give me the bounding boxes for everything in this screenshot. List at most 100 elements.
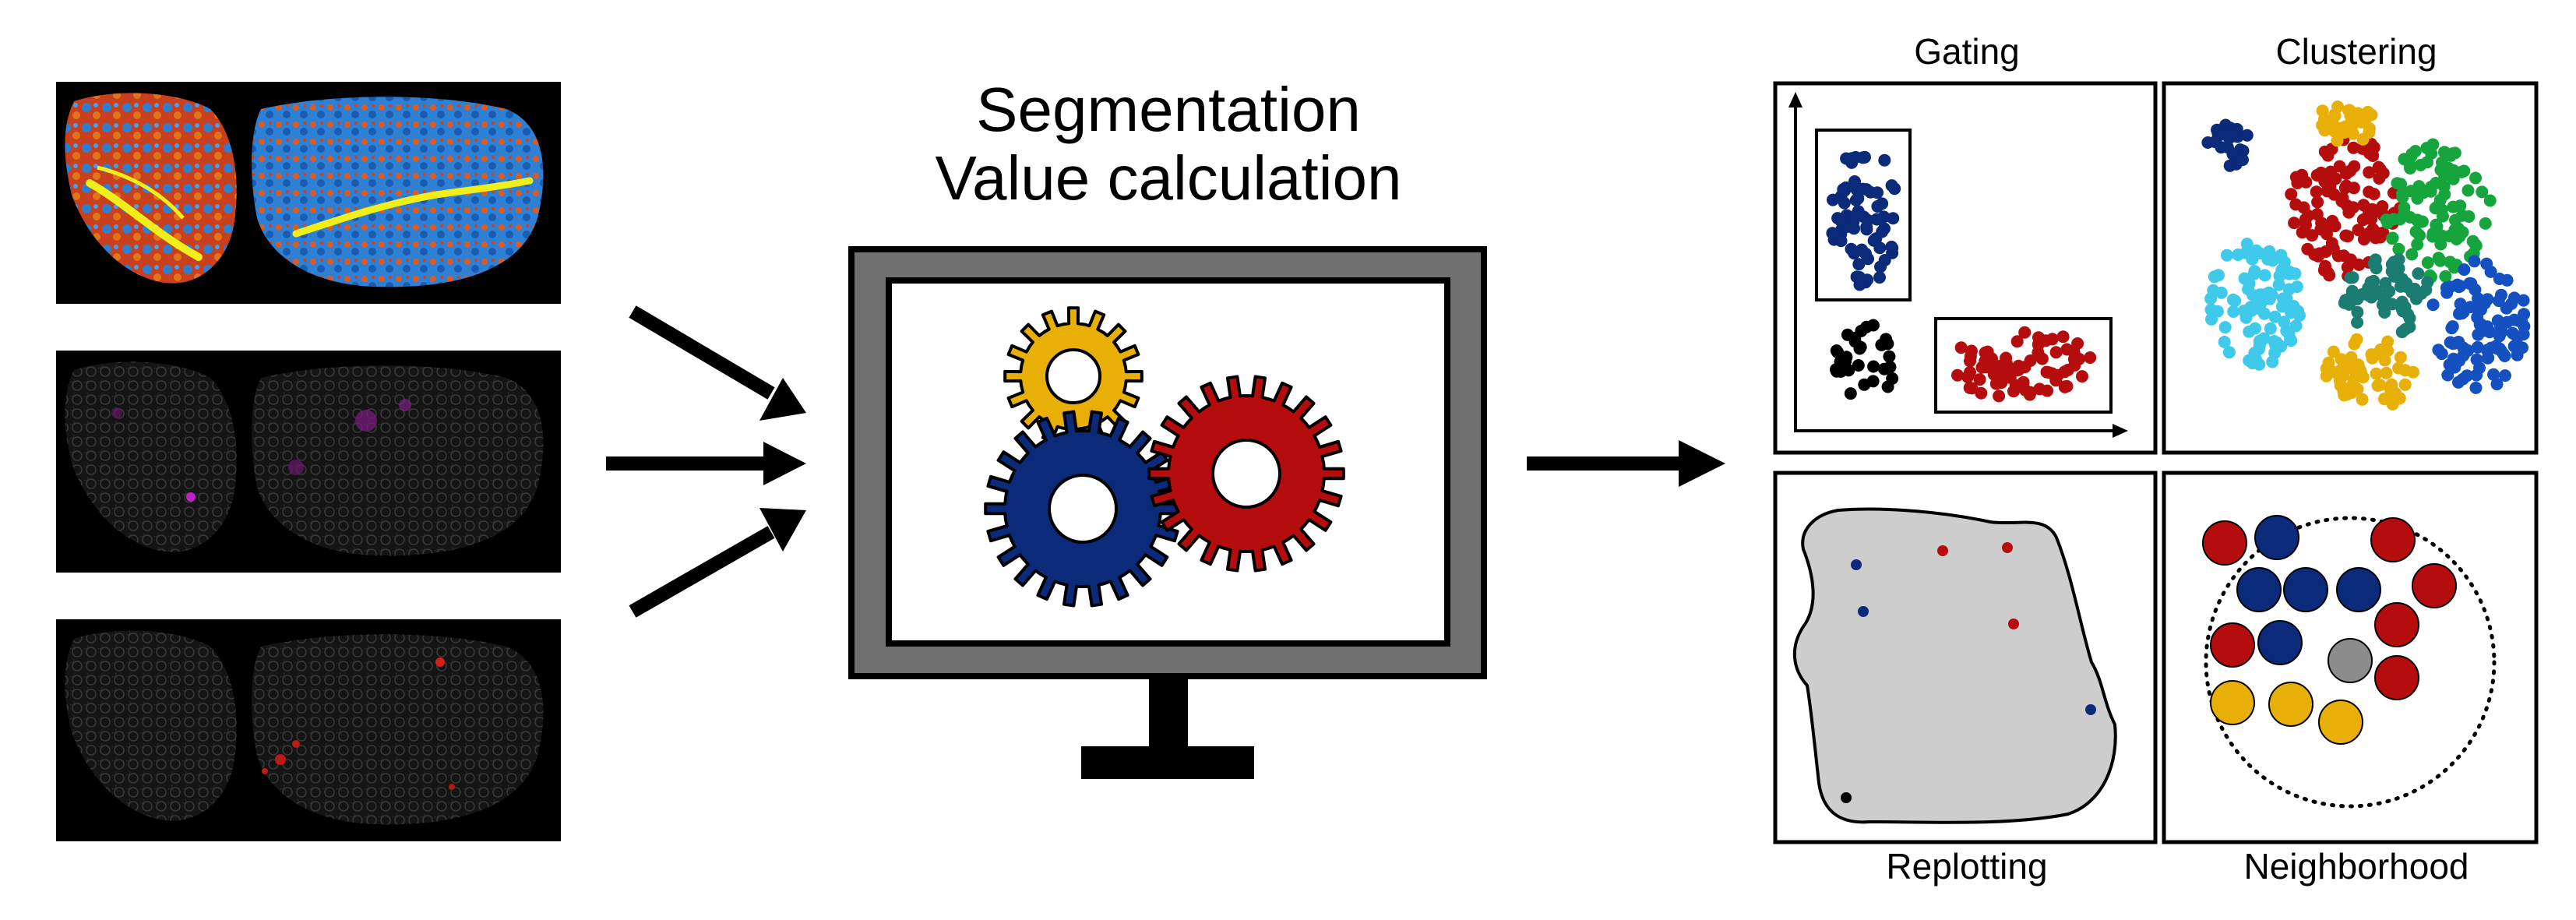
cluster-point-green <box>2479 217 2492 230</box>
cluster-point-red <box>2321 149 2335 162</box>
cluster-point-blue <box>2470 353 2483 366</box>
cluster-point-red <box>2339 229 2352 242</box>
gate-box-red <box>1934 317 2113 414</box>
gating-point-red <box>1973 373 1986 386</box>
gating-point-red <box>2059 380 2072 393</box>
output-arrow <box>1527 440 1725 487</box>
cluster-point-green <box>2404 159 2416 172</box>
cluster-point-blue <box>2452 336 2465 348</box>
cluster-point-red <box>2324 179 2337 192</box>
gating-point-black <box>1830 363 1842 376</box>
output-arrowhead <box>1679 440 1725 487</box>
gating-point-red <box>2051 368 2064 382</box>
cluster-point-teal <box>2376 298 2389 312</box>
cluster-point-cyan <box>2218 336 2231 348</box>
cluster-point-gold-top <box>2317 113 2331 126</box>
cluster-point-blue <box>2500 301 2513 315</box>
gating-point-red <box>1965 344 1978 358</box>
gating-y-axis-arrowhead <box>1788 92 1802 108</box>
tissue-outline-shape <box>1793 507 2117 824</box>
cluster-point-cyan <box>2218 321 2232 334</box>
neighborhood-cell <box>2283 567 2328 612</box>
cluster-point-red <box>2367 188 2380 201</box>
cluster-point-teal <box>2342 298 2356 311</box>
gating-point-red <box>2010 335 2024 348</box>
gating-point-red <box>2007 385 2020 398</box>
cluster-point-gold-bottom <box>2352 358 2365 372</box>
cluster-point-blue <box>2435 347 2448 361</box>
cluster-point-teal <box>2403 312 2416 325</box>
cluster-point-cyan <box>2205 312 2218 326</box>
gating-x-axis-arrowhead <box>2113 424 2128 438</box>
neighborhood-radius-circle <box>2204 516 2497 809</box>
cluster-point-gold-bottom <box>2335 353 2348 366</box>
cluster-point-blue <box>2453 354 2466 367</box>
cluster-point-blue <box>2461 344 2475 357</box>
cluster-point-green <box>2437 210 2449 223</box>
cluster-point-blue <box>2454 280 2467 293</box>
cluster-point-teal <box>2386 298 2398 311</box>
cluster-point-gold-bottom <box>2394 351 2407 364</box>
neighborhood-cell <box>2374 655 2419 700</box>
gating-point-black <box>1860 320 1873 333</box>
cluster-point-green <box>2447 164 2460 177</box>
cluster-point-red <box>2319 245 2332 258</box>
replot-points <box>1841 542 2096 803</box>
gating-point-navy <box>1870 213 1884 226</box>
cluster-point-cyan <box>2212 269 2225 282</box>
gold-gear-icon <box>1003 306 1144 446</box>
cluster-point-blue <box>2426 298 2440 312</box>
cluster-point-blue <box>2483 326 2497 339</box>
cluster-point-green <box>2414 158 2427 171</box>
gating-point-navy <box>1837 183 1850 196</box>
neighborhood-cell <box>2370 517 2416 562</box>
cluster-point-green <box>2417 186 2430 199</box>
cluster-point-green <box>2456 226 2469 239</box>
neighborhood-cell <box>2412 563 2457 608</box>
cluster-point-green <box>2405 248 2419 261</box>
neighborhood-cell <box>2254 515 2299 560</box>
gating-point-black <box>1878 362 1891 375</box>
gating-point-red <box>1961 370 1975 383</box>
replot-point <box>2008 619 2019 629</box>
cluster-point-cyan <box>2220 249 2233 262</box>
cluster-point-blue <box>2455 307 2469 320</box>
cluster-point-cyan <box>2280 292 2293 305</box>
neighborhood-cell <box>2374 602 2419 647</box>
gear-navy-hole <box>1048 474 1118 544</box>
cluster-point-blue <box>2468 255 2481 268</box>
cluster-point-green <box>2436 156 2448 169</box>
cluster-point-cyan <box>2204 303 2218 316</box>
cluster-point-gold-bottom <box>2380 366 2393 379</box>
cluster-point-gold-bottom <box>2370 367 2383 380</box>
cluster-point-red <box>2321 227 2333 241</box>
cluster-point-green <box>2409 145 2422 157</box>
gating-point-red <box>2000 351 2013 365</box>
cluster-point-blue <box>2499 369 2511 382</box>
cluster-point-red <box>2372 160 2385 174</box>
cluster-point-gold-bottom <box>2407 365 2419 379</box>
cluster-point-green <box>2426 138 2440 151</box>
cluster-point-cyan <box>2272 278 2285 291</box>
neighborhood-cell <box>2202 520 2247 566</box>
cluster-point-gold-top <box>2345 120 2359 133</box>
gating-point-red <box>2019 383 2032 397</box>
gating-point-navy <box>1848 175 1861 188</box>
cluster-point-red <box>2314 166 2328 179</box>
tissue-image-red-channel <box>56 619 561 841</box>
gating-point-red <box>1975 361 1989 374</box>
gating-point-red <box>1975 386 1988 400</box>
gating-point-red <box>2018 361 2032 374</box>
cluster-point-cyan <box>2264 322 2277 335</box>
neighborhood-panel <box>2162 471 2539 844</box>
cluster-point-cyan <box>2244 301 2257 314</box>
gear-gold-hole <box>1045 348 1101 404</box>
panel-label-replotting: Replotting <box>1886 846 2047 887</box>
cluster-point-navy <box>2240 129 2254 142</box>
cluster-point-gold-bottom <box>2377 393 2391 406</box>
gating-point-navy <box>1861 273 1874 287</box>
gating-point-red <box>1995 376 2008 390</box>
gating-point-navy <box>1878 153 1891 167</box>
monitor-base <box>1081 746 1254 779</box>
cluster-point-cyan <box>2269 338 2282 351</box>
